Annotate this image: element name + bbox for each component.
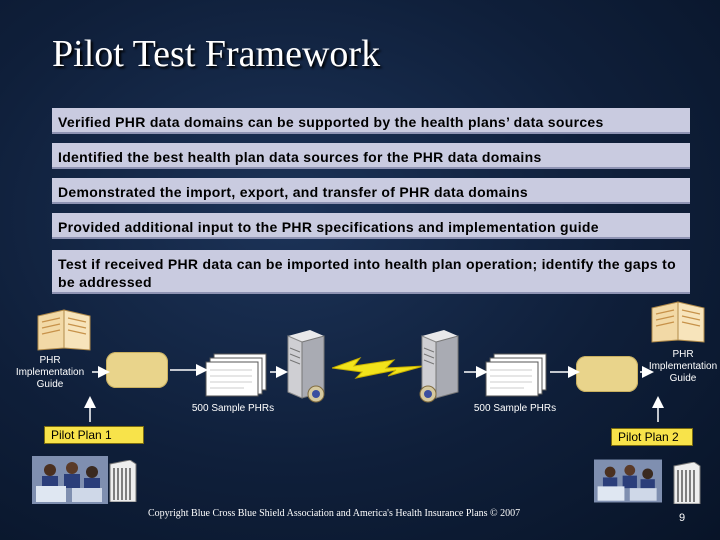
right-document-stack-icon bbox=[485, 353, 547, 397]
bar-provided: Provided additional input to the PHR spe… bbox=[52, 213, 690, 239]
people-at-computers-icon bbox=[32, 456, 108, 504]
bar-test: Test if received PHR data can be importe… bbox=[52, 250, 690, 294]
bar-verified: Verified PHR data domains can be support… bbox=[52, 108, 690, 134]
copyright-text: Copyright Blue Cross Blue Shield Associa… bbox=[148, 508, 521, 519]
right-server-icon bbox=[419, 330, 459, 403]
right-guide-label: PHR Implementation Guide bbox=[648, 349, 718, 384]
right-samples-label: 500 Sample PHRs bbox=[473, 403, 557, 414]
left-guide-label: PHR Implementation Guide bbox=[15, 355, 85, 390]
pilot-plan-1-label: Pilot Plan 1 bbox=[44, 426, 144, 444]
people-at-computers-icon bbox=[594, 459, 662, 503]
lightning-transfer-icon bbox=[332, 356, 424, 379]
left-samples-label: 500 Sample PHRs bbox=[191, 403, 275, 414]
slide-title: Pilot Test Framework bbox=[52, 33, 381, 75]
bar-demonstrated: Demonstrated the import, export, and tra… bbox=[52, 178, 690, 204]
office-building-icon bbox=[673, 462, 701, 504]
pilot-plan-2-label: Pilot Plan 2 bbox=[611, 428, 693, 446]
book-icon bbox=[651, 301, 705, 343]
left-software-box bbox=[106, 352, 168, 388]
right-software-box bbox=[576, 356, 638, 392]
left-server-icon bbox=[287, 330, 325, 403]
book-icon bbox=[37, 309, 91, 351]
page-number: 9 bbox=[679, 512, 686, 524]
office-building-icon bbox=[109, 460, 137, 502]
left-document-stack-icon bbox=[205, 353, 267, 397]
bar-identified: Identified the best health plan data sou… bbox=[52, 143, 690, 169]
